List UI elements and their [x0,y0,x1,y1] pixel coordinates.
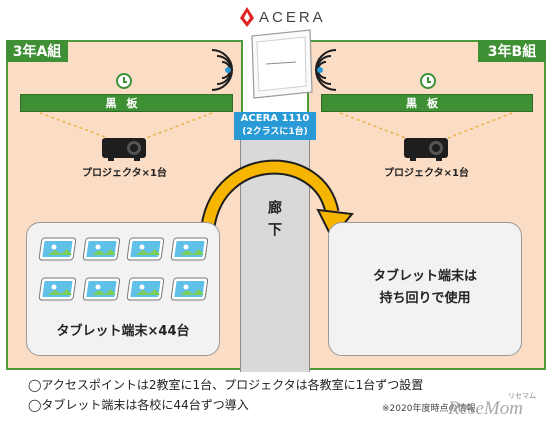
tablet-icon [126,277,165,301]
footer-note-2: ◯タブレット端末は各校に44台ずつ導入 [28,398,249,412]
tablet-icon [82,237,121,261]
tablet-icons [38,237,209,301]
tablet-share-text: タブレット端末は 持ち回りで使用 [328,266,522,310]
tablet-icon [38,277,77,301]
tablet-share-line1: タブレット端末は [372,269,477,284]
tablet-area-b [328,222,522,356]
tablet-icon [38,237,77,261]
access-point-model: ACERA 1110 [240,113,310,124]
projector-label-b: プロジェクタ×1台 [384,168,469,179]
tablet-share-line2: 持ち回りで使用 [379,291,471,306]
resemom-watermark: ReseMom [448,398,523,419]
tablet-grid [34,236,214,310]
projector-icon [102,138,146,161]
acera-logo: ACERA [237,4,337,30]
brand-name: ACERA [259,9,326,26]
room-b-title: 3年B組 [478,40,546,62]
tablet-icon [170,237,209,261]
tablet-icon [126,237,165,261]
corridor-label: 廊下 [266,200,282,244]
access-point-device-icon [251,29,313,99]
clock-icon [420,73,436,89]
clock-icon [116,73,132,89]
acera-logo-icon [240,7,254,27]
watermark-kana: リセマム [508,392,536,400]
access-point-note: (2クラスに1台) [242,127,308,137]
access-point-label: ACERA 1110 (2クラスに1台) [234,112,316,140]
blackboard-b: 黒板 [321,94,533,112]
projector-icon [404,138,448,161]
tablet-icon [170,277,209,301]
projector-label-a: プロジェクタ×1台 [82,168,167,179]
blackboard-a: 黒板 [20,94,233,112]
tablet-icon [82,277,121,301]
source-note: ※2020年度時点の情報 [382,404,476,414]
footer-note-1: ◯アクセスポイントは2教室に1台、プロジェクタは各教室に1台ずつ設置 [28,378,424,392]
tablet-count-label: タブレット端末×44台 [56,324,190,339]
room-a-title: 3年A組 [6,40,68,62]
projection-beam [39,112,513,139]
